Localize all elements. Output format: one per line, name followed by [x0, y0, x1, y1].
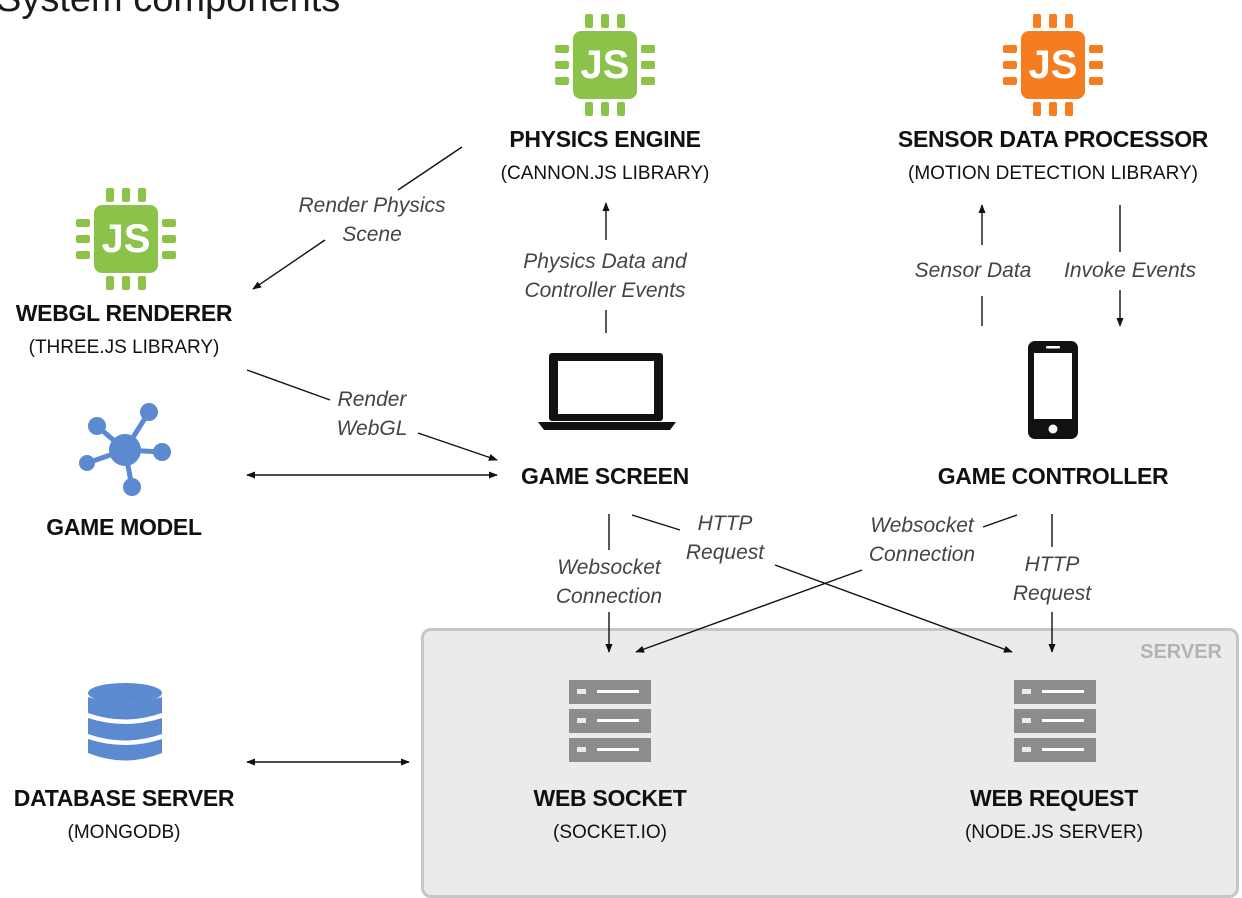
web-request-subtitle: (NODE.JS SERVER) [964, 822, 1144, 843]
javascript-chip-icon [1003, 14, 1103, 116]
chip-label: JS [102, 217, 151, 261]
edge-label-line: Scene [342, 223, 402, 246]
server-rack-icon [569, 680, 651, 762]
edge-label-sensor-data: Sensor Data [915, 256, 1032, 285]
edge-label-physics-data: Physics Data and Controller Events [523, 247, 686, 305]
edge-label-line: Physics Data and [523, 250, 687, 273]
edge-label-controller-http: HTTP Request [1013, 550, 1091, 608]
database-icon [88, 683, 162, 761]
edge-label-line: Websocket [870, 514, 974, 537]
edge-controller-websocket-line-a [982, 514, 1018, 528]
edge-label-line: Sensor Data [914, 259, 1032, 282]
web-socket-title: WEB SOCKET [533, 785, 687, 811]
web-request-title: WEB REQUEST [970, 785, 1138, 811]
connectors [246, 146, 1124, 766]
chip-label: JS [1029, 43, 1078, 87]
game-controller-title: GAME CONTROLLER [937, 463, 1169, 489]
edge-label-controller-websocket: Websocket Connection [869, 511, 975, 569]
edge-render-physics-line-b [252, 239, 326, 290]
edge-label-line: Connection [555, 585, 663, 608]
edge-render-physics-line-a [397, 146, 463, 191]
edge-label-screen-websocket: Websocket Connection [556, 553, 662, 611]
edge-label-invoke-events: Invoke Events [1064, 256, 1196, 285]
webgl-renderer-icon: JS [76, 188, 176, 290]
edge-label-line: Controller Events [524, 279, 686, 302]
edge-screen-http-line-a [631, 514, 681, 531]
webgl-renderer-subtitle: (THREE.JS LIBRARY) [28, 337, 220, 358]
server-group-label: SERVER [1140, 641, 1222, 663]
web-socket-subtitle: (SOCKET.IO) [552, 822, 668, 843]
edge-label-line: Request [1012, 582, 1092, 605]
edge-label-line: WebGL [336, 417, 408, 440]
edge-screen-http-line-b [774, 564, 1013, 653]
edge-label-line: Websocket [557, 556, 661, 579]
edge-label-screen-http: HTTP Request [686, 509, 764, 567]
edge-label-render-webgl: Render WebGL [337, 385, 408, 443]
webgl-renderer-title: WEBGL RENDERER [15, 300, 233, 326]
sensor-processor-icon: JS [1003, 14, 1103, 116]
edge-label-line: HTTP [697, 512, 753, 535]
physics-engine-subtitle: (CANNON.JS LIBRARY) [500, 163, 710, 184]
server-rack-icon [1014, 680, 1096, 762]
edge-label-line: HTTP [1024, 553, 1080, 576]
edge-controller-websocket-line-b [635, 569, 863, 653]
database-server-subtitle: (MONGODB) [67, 822, 181, 843]
edge-label-line: Render Physics [298, 194, 446, 217]
game-model-title: GAME MODEL [46, 514, 202, 540]
game-screen-title: GAME SCREEN [521, 463, 689, 489]
edge-render-webgl-line-b [417, 432, 498, 461]
javascript-chip-icon [76, 188, 176, 290]
server-group: SERVER [421, 628, 1239, 898]
sensor-processor-subtitle: (MOTION DETECTION LIBRARY) [908, 163, 1198, 184]
smartphone-icon [1028, 341, 1078, 439]
edge-label-line: Invoke Events [1064, 259, 1196, 282]
edge-label-render-physics: Render Physics Scene [298, 191, 445, 249]
javascript-chip-icon [555, 14, 655, 116]
database-server-title: DATABASE SERVER [13, 785, 235, 811]
edge-label-line: Render [337, 388, 407, 411]
edge-label-line: Connection [868, 543, 976, 566]
physics-engine-icon: JS [555, 14, 655, 116]
chip-label: JS [581, 43, 630, 87]
edge-label-line: Request [685, 541, 765, 564]
page-title: System components [0, 0, 340, 21]
physics-engine-title: PHYSICS ENGINE [509, 126, 701, 152]
network-graph-icon [79, 403, 171, 496]
laptop-icon [538, 353, 676, 430]
sensor-processor-title: SENSOR DATA PROCESSOR [897, 126, 1209, 152]
edge-render-webgl-line-a [246, 369, 331, 401]
